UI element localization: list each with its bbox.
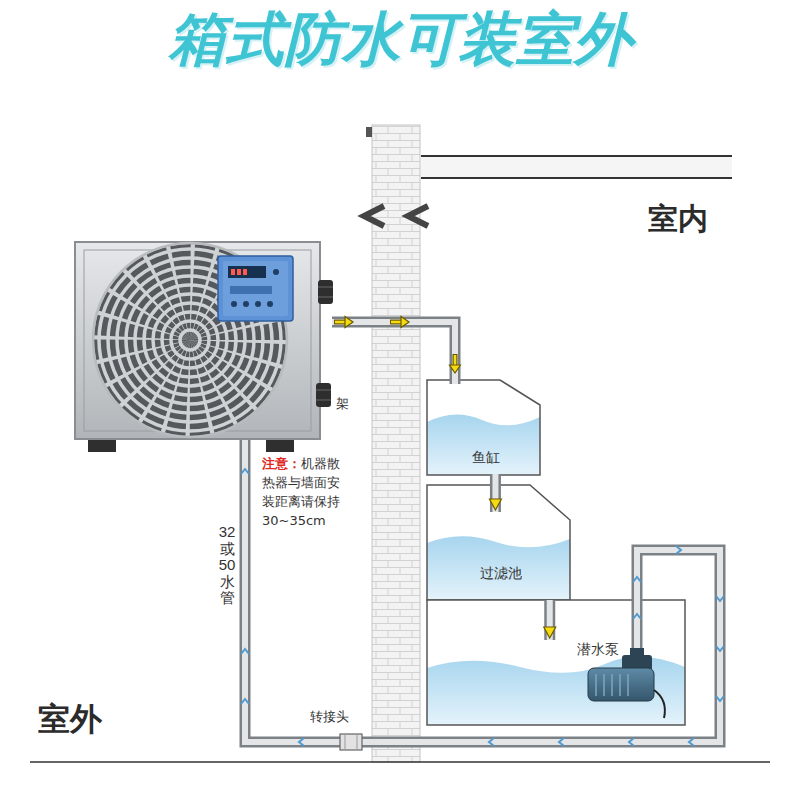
tank-region: 过滤池 <box>427 512 574 600</box>
text-label: 室外 <box>38 700 102 738</box>
supply-pipe <box>332 317 461 385</box>
tank-region: 潜水泵 <box>427 640 689 724</box>
filter-tank-part <box>427 485 570 600</box>
chiller-unit-part <box>231 269 235 275</box>
direction-chevrons <box>364 206 428 226</box>
pipe-connector <box>544 600 556 640</box>
install-note: 注意：机器散热器与墙面安装距离请保持30~35cm <box>262 454 345 530</box>
page-title: 箱式防水可装室外 <box>0 4 800 74</box>
supply-pipe-part <box>332 322 455 384</box>
pipe-adapter-part <box>340 734 362 750</box>
chiller-unit-part <box>231 301 237 307</box>
tank-label: 潜水泵 <box>577 641 689 658</box>
filter-tank-part <box>427 485 570 600</box>
chiller-unit-part <box>162 312 218 368</box>
sump-tank <box>427 600 685 725</box>
return-pipe-part <box>716 596 724 601</box>
chiller-unit-part <box>218 256 293 321</box>
return-pipe-part <box>633 614 641 619</box>
supply-pipe-part <box>450 354 461 373</box>
direction-chevrons-part <box>408 206 428 226</box>
return-pipe-part <box>245 440 720 742</box>
return-pipe-part <box>241 699 249 704</box>
return-pipe-part <box>676 546 681 554</box>
return-pipe-part <box>629 738 634 746</box>
chiller-unit-part <box>243 269 247 275</box>
sump-tank-part <box>427 600 685 725</box>
chiller-unit-part <box>171 321 209 359</box>
fish-tank-part <box>427 414 540 475</box>
chiller-unit-part <box>94 244 286 436</box>
return-pipe-part <box>689 738 694 746</box>
chiller-unit-part <box>99 249 281 431</box>
chiller-unit-part <box>180 330 200 350</box>
arrow-head <box>544 627 556 638</box>
filter-tank <box>427 485 570 600</box>
pipe-connector <box>489 474 501 512</box>
chiller-unit-part <box>93 243 287 437</box>
return-pipe-part <box>241 469 249 474</box>
pipe-size-label: 32或50水管 <box>218 524 236 607</box>
return-pipe-part <box>489 738 494 746</box>
ceiling-slab <box>421 156 732 178</box>
submersible-pump <box>588 648 665 718</box>
pipe-adapter-part <box>345 734 357 750</box>
chiller-unit-part <box>243 301 249 307</box>
chiller-unit-part <box>255 301 261 307</box>
return-pipe <box>241 440 724 746</box>
chiller-unit-part <box>228 266 266 278</box>
tank-label: 鱼缸 <box>427 449 544 466</box>
return-pipe-part <box>716 646 724 651</box>
return-pipe-part <box>633 577 641 582</box>
ceiling-slab-part <box>421 156 732 178</box>
chiller-unit-part <box>153 303 227 377</box>
return-pipe-part <box>241 649 249 654</box>
chiller-unit-part <box>316 390 331 400</box>
text-label: 架 <box>334 396 351 412</box>
return-pipe-part <box>245 440 720 742</box>
supply-pipe-part <box>332 322 455 384</box>
chiller-unit-part <box>318 287 333 297</box>
note-text: 注意： <box>262 456 301 471</box>
sump-tank-part <box>427 600 685 725</box>
chiller-unit-part <box>273 269 279 275</box>
submersible-pump-part <box>588 668 654 701</box>
submersible-pump-part <box>596 674 628 696</box>
supply-pipe-part <box>334 317 353 328</box>
chiller-unit-part <box>318 280 333 304</box>
chiller-unit-part <box>316 383 331 407</box>
floor-line-part <box>30 761 770 763</box>
tank-region: 鱼缸 <box>427 418 544 474</box>
wall-part <box>366 127 372 137</box>
pipe-outline <box>490 474 501 512</box>
direction-chevrons-part <box>364 206 384 226</box>
pipe-outline <box>544 600 555 640</box>
ceiling-slab-part <box>421 156 732 178</box>
pipe-adapter <box>340 734 362 750</box>
chiller-unit-part <box>267 301 273 307</box>
floor-line <box>30 762 770 763</box>
text-label: 转接头 <box>308 709 351 725</box>
submersible-pump-part <box>630 648 644 656</box>
arrow-head <box>489 499 501 510</box>
submersible-pump-part <box>654 690 665 718</box>
supply-pipe-part <box>390 317 409 328</box>
return-pipe-part <box>559 738 564 746</box>
chiller-unit-part <box>223 261 288 316</box>
tank-label: 过滤池 <box>427 565 574 582</box>
chiller-unit-part <box>230 286 272 294</box>
text-label: 室内 <box>648 201 708 237</box>
return-pipe-part <box>716 696 724 701</box>
return-pipe-part <box>299 738 304 746</box>
chiller-unit-part <box>75 242 320 439</box>
chiller-unit <box>75 242 333 452</box>
chiller-unit-part <box>237 269 241 275</box>
